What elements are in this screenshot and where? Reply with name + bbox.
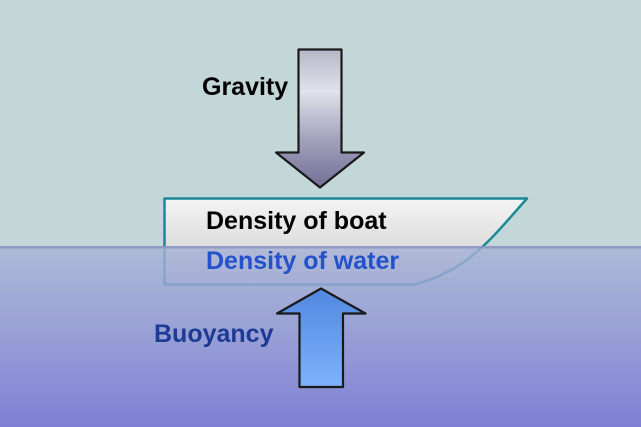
waterline (0, 246, 641, 249)
density-of-boat-label: Density of boat (206, 207, 387, 235)
down-arrow-icon (274, 48, 366, 189)
up-arrow-icon (275, 287, 367, 389)
gravity-label: Gravity (202, 73, 289, 101)
buoyancy-label: Buoyancy (154, 320, 274, 348)
density-of-water-label: Density of water (206, 247, 400, 275)
